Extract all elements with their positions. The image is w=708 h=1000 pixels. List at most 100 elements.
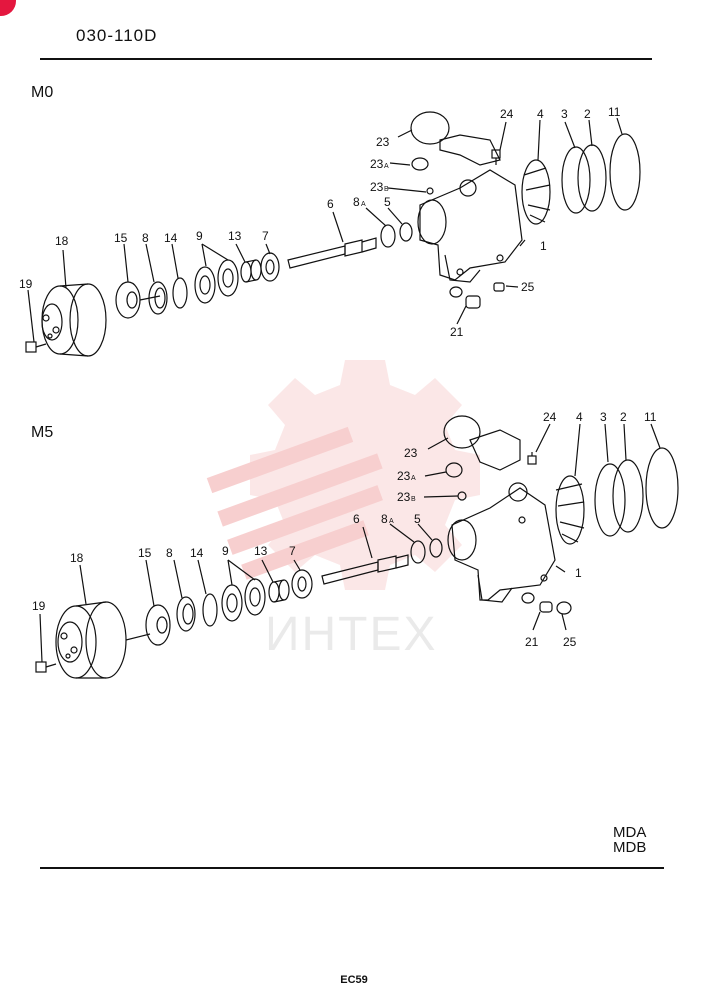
callout-6: 6: [327, 197, 334, 211]
callout-suffix: B: [411, 496, 416, 503]
spacer-part: [240, 259, 262, 283]
page-number: EC59: [340, 974, 368, 986]
snap-ring-part: [202, 593, 218, 627]
callout-15: 15: [138, 546, 152, 560]
snap-ring-part: [645, 447, 679, 529]
callout-7: 7: [289, 544, 296, 558]
callout-11: 11: [644, 410, 657, 424]
seal-part: [380, 224, 396, 248]
o-ring-part: [410, 111, 450, 145]
o-ring-part: [411, 157, 429, 171]
impeller-part: [521, 159, 551, 225]
watermark-logo: ИНТЕХ: [206, 360, 480, 661]
callout-11: 11: [608, 105, 621, 119]
callout-23b: 23: [370, 180, 384, 194]
callout-suffix: B: [384, 186, 389, 193]
o-ring-part: [561, 146, 591, 214]
seal-part: [429, 538, 443, 558]
bolt-part: [527, 452, 537, 465]
callout-2: 2: [620, 410, 627, 424]
bearing-part: [291, 569, 313, 599]
footer-rule: [40, 867, 664, 869]
bolt-part: [491, 149, 501, 165]
callout-5: 5: [384, 195, 391, 209]
callout-18: 18: [70, 551, 84, 565]
callout-15: 15: [114, 231, 128, 245]
callout-23a: 23: [397, 469, 411, 483]
callout-1: 1: [540, 239, 547, 253]
bearing-pair-part: [194, 259, 239, 304]
seal-part: [399, 222, 413, 242]
callout-21: 21: [525, 635, 539, 649]
callout-8: 8: [142, 231, 149, 245]
seal-part: [148, 281, 168, 315]
callout-suffix: A: [389, 518, 394, 525]
callout-23: 23: [376, 135, 390, 149]
callout-1: 1: [575, 566, 582, 580]
callout-23a: 23: [370, 157, 384, 171]
model-codes: MDA MDB: [613, 825, 646, 855]
callouts-m5: 23 23 A 23 B 24 4 3 2 11 6 8 A 5 1 21 25…: [32, 410, 657, 649]
callout-24: 24: [500, 107, 514, 121]
callout-19: 19: [19, 277, 33, 291]
bearing-pair-part: [221, 578, 266, 622]
callout-3: 3: [561, 107, 568, 121]
callout-5: 5: [414, 512, 421, 526]
bolt-part: [35, 661, 57, 673]
callout-8a: 8: [353, 195, 360, 209]
callout-9: 9: [222, 544, 229, 558]
callouts-m0: 23 23 A 23 B 24 4 3 2 11 6 8 A 5 1 25 21…: [19, 105, 621, 339]
callout-23b: 23: [397, 490, 411, 504]
callout-4: 4: [537, 107, 544, 121]
impeller-part: [555, 475, 585, 545]
header-rule: [40, 58, 652, 60]
pump-housing-part: [447, 429, 556, 603]
shaft-part: [321, 554, 409, 585]
o-ring-part: [443, 415, 481, 449]
bolt-part: [25, 341, 47, 353]
seal-part: [410, 540, 426, 564]
o-ring-part: [445, 462, 463, 478]
callout-6: 6: [353, 512, 360, 526]
section-label-m5: M5: [31, 424, 54, 441]
callout-14: 14: [164, 231, 178, 245]
callout-23: 23: [404, 446, 418, 460]
pump-housing-part: [417, 134, 523, 283]
pulley-part: [55, 601, 151, 679]
callout-25: 25: [563, 635, 577, 649]
callout-19: 19: [32, 599, 46, 613]
callout-18: 18: [55, 234, 69, 248]
watermark-text: ИНТЕХ: [265, 608, 438, 661]
callout-14: 14: [190, 546, 204, 560]
callout-4: 4: [576, 410, 583, 424]
model-code: MDA: [613, 824, 647, 841]
callout-24: 24: [543, 410, 557, 424]
callout-21: 21: [450, 325, 464, 339]
model-code: MDB: [613, 839, 647, 856]
snap-ring-part: [172, 277, 188, 309]
gasket-part: [577, 144, 607, 212]
hub-flange-part: [145, 604, 171, 646]
gasket-part: [612, 459, 644, 533]
shaft-part: [287, 237, 377, 269]
callout-2: 2: [584, 107, 591, 121]
callout-suffix: A: [384, 163, 389, 170]
o-ring-part: [594, 463, 626, 537]
diagram-m0: [25, 111, 641, 357]
diagram-m5: [35, 415, 679, 679]
o-ring-part: [426, 187, 434, 195]
callout-13: 13: [254, 544, 268, 558]
bearing-part: [260, 252, 280, 282]
callout-8a: 8: [381, 512, 388, 526]
spacer-part: [268, 579, 290, 603]
callout-7: 7: [262, 229, 269, 243]
plug-part: [493, 282, 505, 292]
callout-3: 3: [600, 410, 607, 424]
seal-part: [176, 596, 196, 632]
snap-ring-part: [609, 133, 641, 211]
document-code: 030-110D: [76, 26, 158, 45]
callout-9: 9: [196, 229, 203, 243]
callout-suffix: A: [361, 201, 366, 208]
callout-suffix: A: [411, 475, 416, 482]
